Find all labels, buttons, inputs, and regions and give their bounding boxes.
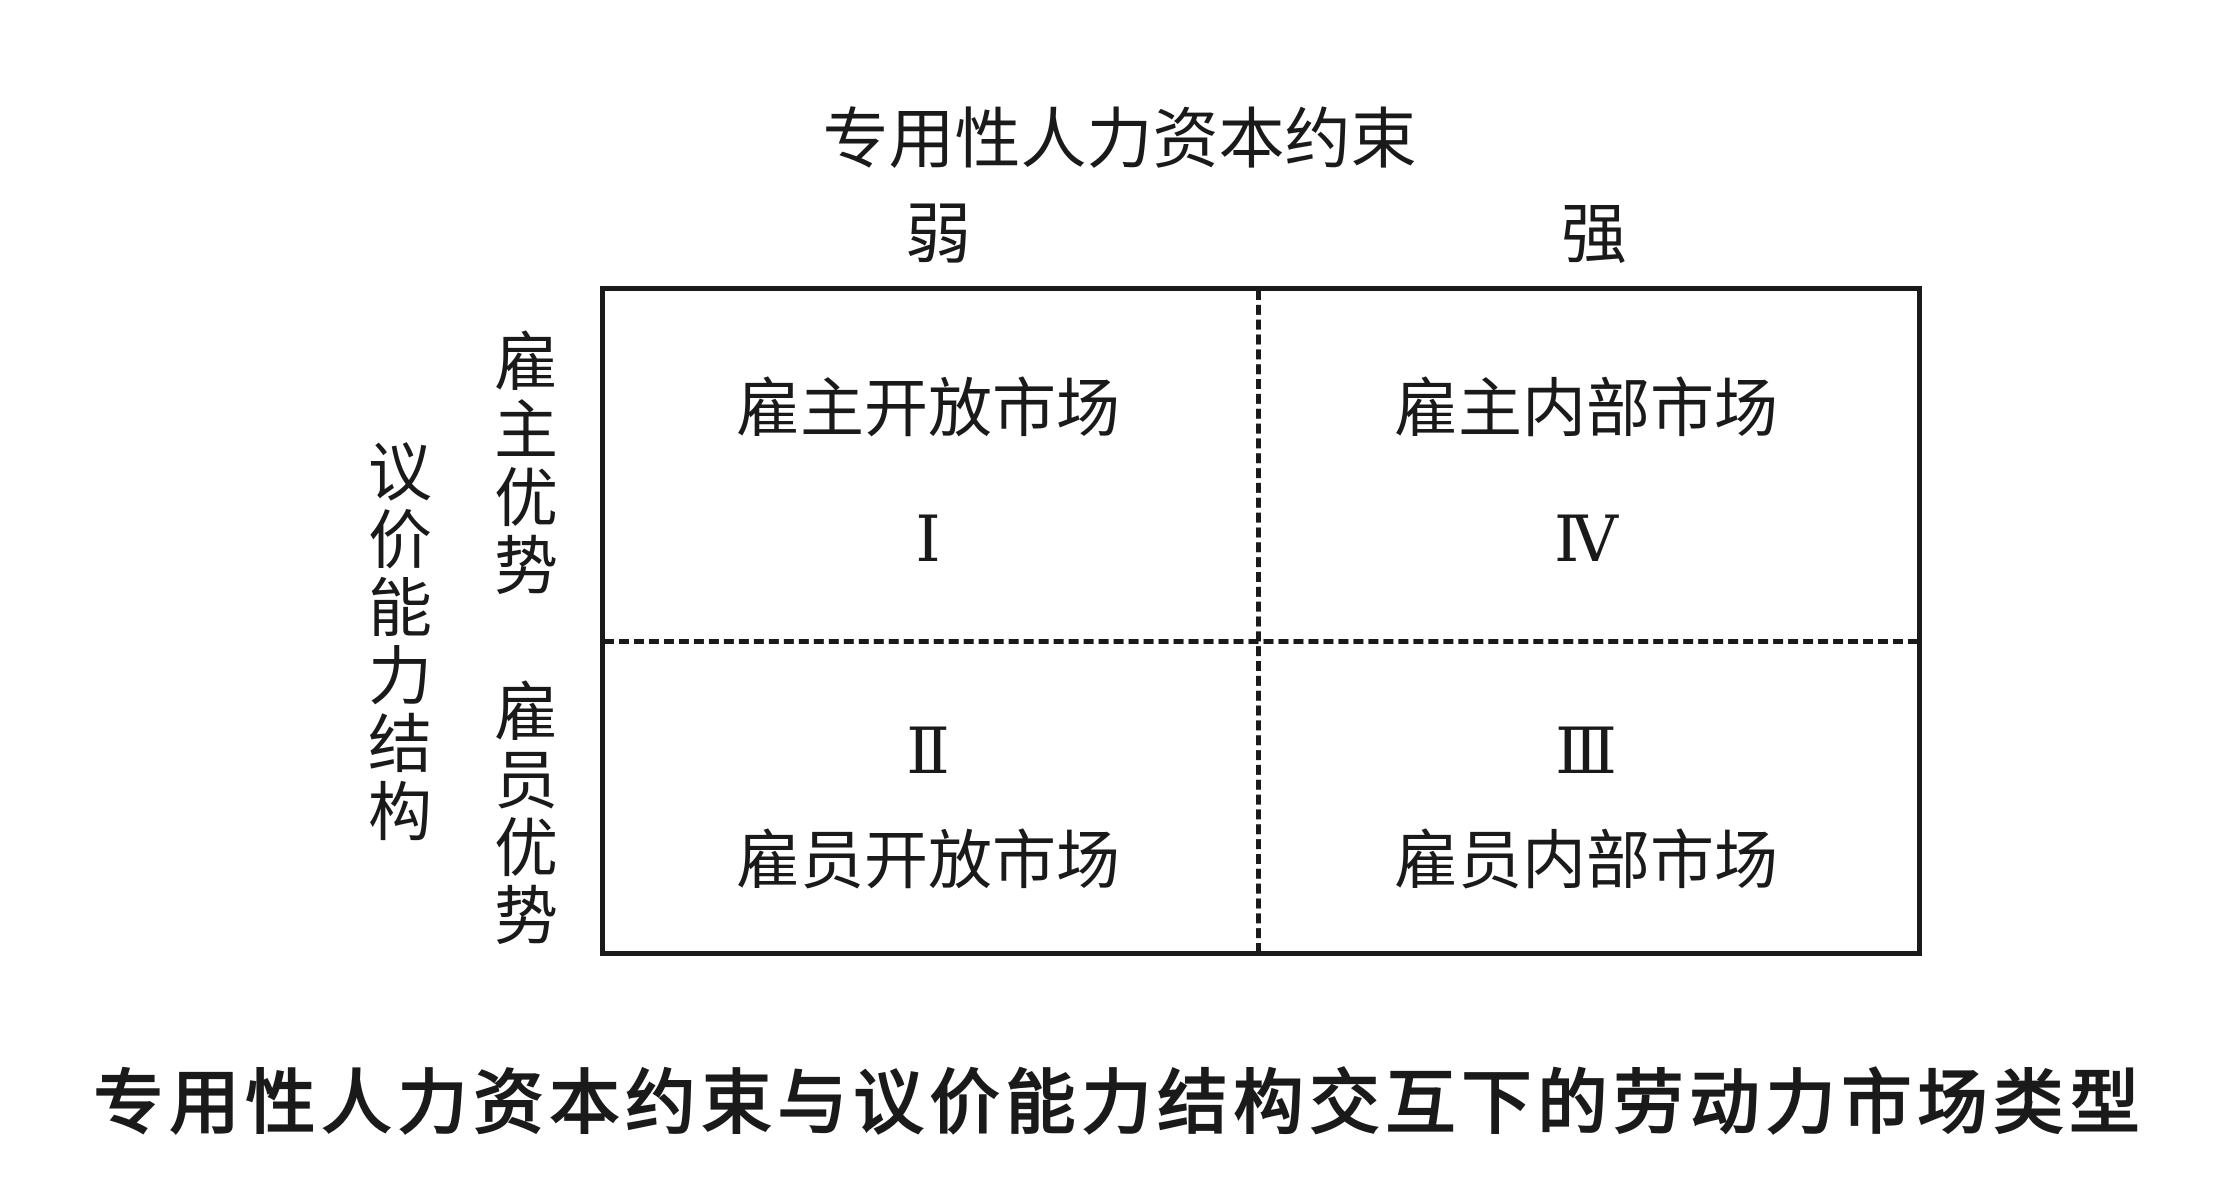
quadrant-bottom-right-numeral: Ⅲ xyxy=(1555,715,1617,789)
quadrant-top-left-label: 雇主开放市场 xyxy=(736,373,1120,447)
quadrant-top-right-numeral: Ⅳ xyxy=(1554,503,1618,577)
figure-caption: 专用性人力资本约束与议价能力结构交互下的劳动力市场类型 xyxy=(93,1062,2146,1144)
left-axis-lower-label: 雇员优势 xyxy=(494,677,558,955)
quadrant-bottom-right-label: 雇员内部市场 xyxy=(1394,825,1778,899)
quadrant-bottom-left-label: 雇员开放市场 xyxy=(736,825,1120,899)
quadrant-top-left-numeral: Ⅰ xyxy=(915,503,941,577)
top-axis-weak-label: 弱 xyxy=(905,196,971,273)
top-axis-strong-label: 强 xyxy=(1561,196,1627,273)
top-axis-title: 专用性人力资本约束 xyxy=(822,101,1417,178)
quadrant-bottom-left-numeral: Ⅱ xyxy=(906,715,950,789)
vertical-dashed-divider xyxy=(1256,290,1261,953)
left-axis-title: 议价能力结构 xyxy=(368,437,432,851)
left-axis-upper-label: 雇主优势 xyxy=(494,327,558,605)
quadrant-grid-border xyxy=(600,286,1922,956)
horizontal-dashed-divider xyxy=(604,639,1918,644)
quadrant-top-right-label: 雇主内部市场 xyxy=(1394,373,1778,447)
